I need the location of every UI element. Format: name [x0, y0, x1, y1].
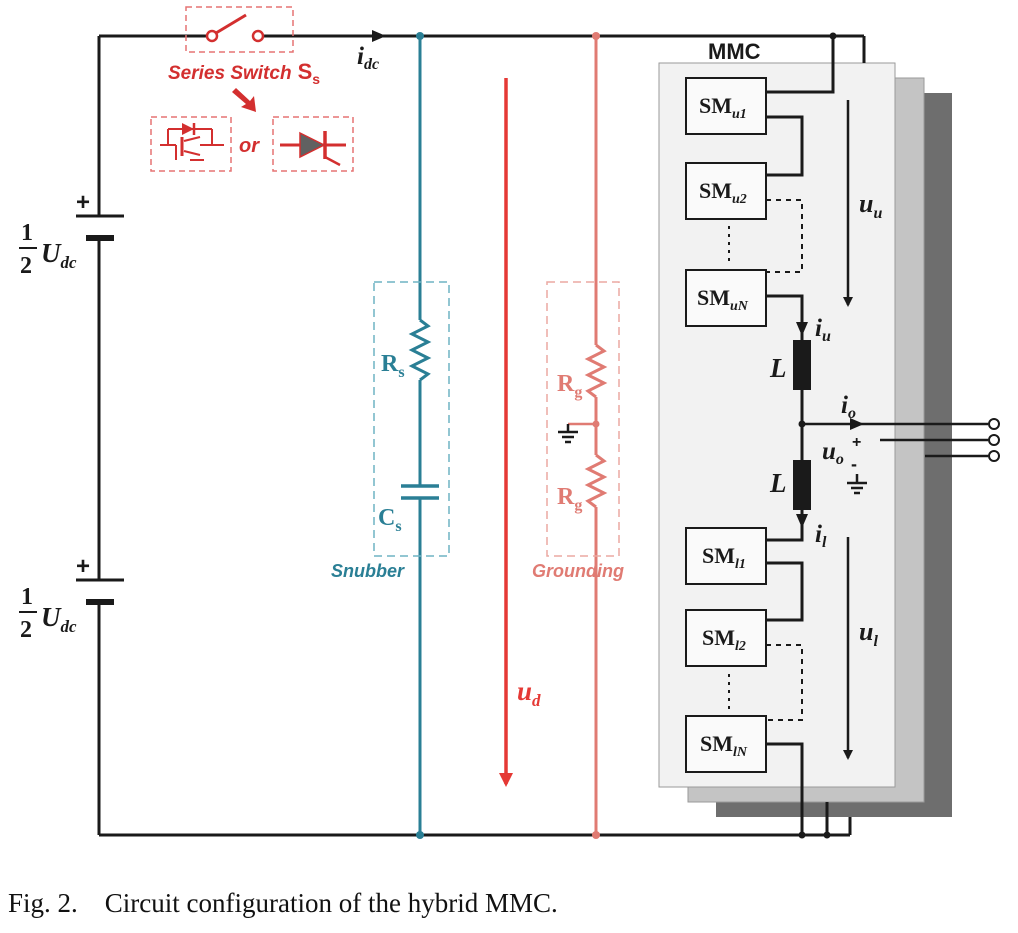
il-label: il	[815, 521, 827, 551]
rs-label: Rs	[381, 351, 405, 381]
circuit-diagram: MMC + 1 2 Udc + 1	[19, 6, 1000, 839]
io-label: io	[841, 392, 856, 422]
dc-bus-wires	[97, 34, 866, 837]
svg-text:2: 2	[20, 617, 32, 643]
ac-output-lines	[802, 422, 988, 458]
dc-source-bottom: + 1 2 Udc	[19, 553, 124, 643]
sm-l2: SMl2	[685, 609, 767, 667]
svg-text:SMu2: SMu2	[699, 178, 747, 207]
uo-plus-label: +	[852, 434, 861, 451]
lower-inductor-label: L	[769, 468, 787, 498]
svg-text:SMl1: SMl1	[702, 543, 746, 572]
figure-caption-text: Circuit configuration of the hybrid MMC.	[104, 888, 558, 918]
figure-caption-label: Fig. 2.	[8, 888, 78, 918]
rg-top-label: Rg	[557, 371, 582, 401]
rg-bottom-label: Rg	[557, 484, 582, 514]
svg-text:Udc: Udc	[41, 602, 77, 636]
sm-l1: SMl1	[685, 527, 767, 585]
upper-arm-dashed	[766, 199, 803, 273]
snubber-junction-dots	[416, 32, 424, 839]
grounding-label: Grounding	[532, 561, 624, 581]
svg-text:1: 1	[21, 220, 33, 246]
uo-label: uo	[822, 438, 844, 468]
upper-inductor	[793, 340, 811, 390]
idc-arrow-icon	[372, 30, 386, 42]
ac-terminals	[988, 418, 1000, 462]
series-switch-pointer-arrow	[232, 88, 256, 112]
svg-text:SMlN: SMlN	[700, 731, 748, 760]
iu-label: iu	[815, 315, 831, 345]
thyristor-option-icon	[272, 116, 354, 172]
svg-text:Udc: Udc	[41, 238, 77, 272]
sm-u2: SMu2	[685, 162, 767, 220]
uo-minus-label: -	[851, 454, 857, 474]
grounding-junction-dots	[592, 32, 600, 839]
upper-inductor-label: L	[769, 353, 787, 383]
svg-text:+: +	[76, 189, 90, 216]
svg-text:2: 2	[20, 253, 32, 279]
grounding-branch	[568, 36, 608, 835]
bus-junction-dots	[798, 32, 837, 839]
snubber-branch	[401, 36, 439, 835]
uo-ground-icon	[847, 474, 867, 495]
svg-text:SMl2: SMl2	[702, 625, 746, 654]
grounding-box	[546, 281, 620, 557]
sm-u1: SMu1	[685, 77, 767, 135]
dc-source-top: + 1 2 Udc	[19, 189, 124, 279]
or-label: or	[239, 135, 260, 157]
cs-label: Cs	[378, 505, 402, 535]
figure-caption: Fig. 2. Circuit configuration of the hyb…	[8, 888, 1008, 919]
sm-lN: SMlN	[685, 715, 767, 773]
lower-inductor	[793, 460, 811, 510]
igbt-option-icon	[150, 116, 232, 172]
ul-label: ul	[859, 617, 878, 650]
iu-arrow-icon	[796, 322, 808, 336]
idc-label: idc	[357, 43, 379, 73]
lower-arm-dashed	[766, 644, 803, 721]
il-arrow-icon	[796, 514, 808, 528]
svg-text:SMuN: SMuN	[697, 285, 749, 314]
uu-label: uu	[859, 189, 882, 222]
io-arrow-icon	[850, 418, 864, 430]
svg-text:+: +	[76, 553, 90, 580]
grounding-earth-icon	[558, 424, 578, 444]
mmc-title: MMC	[708, 39, 761, 64]
snubber-box	[373, 281, 450, 557]
snubber-label: Snubber	[331, 561, 405, 581]
ud-label: ud	[517, 676, 541, 710]
svg-text:SMu1: SMu1	[699, 93, 747, 122]
sm-uN: SMuN	[685, 269, 767, 327]
svg-text:1: 1	[21, 584, 33, 610]
series-switch	[185, 6, 294, 53]
